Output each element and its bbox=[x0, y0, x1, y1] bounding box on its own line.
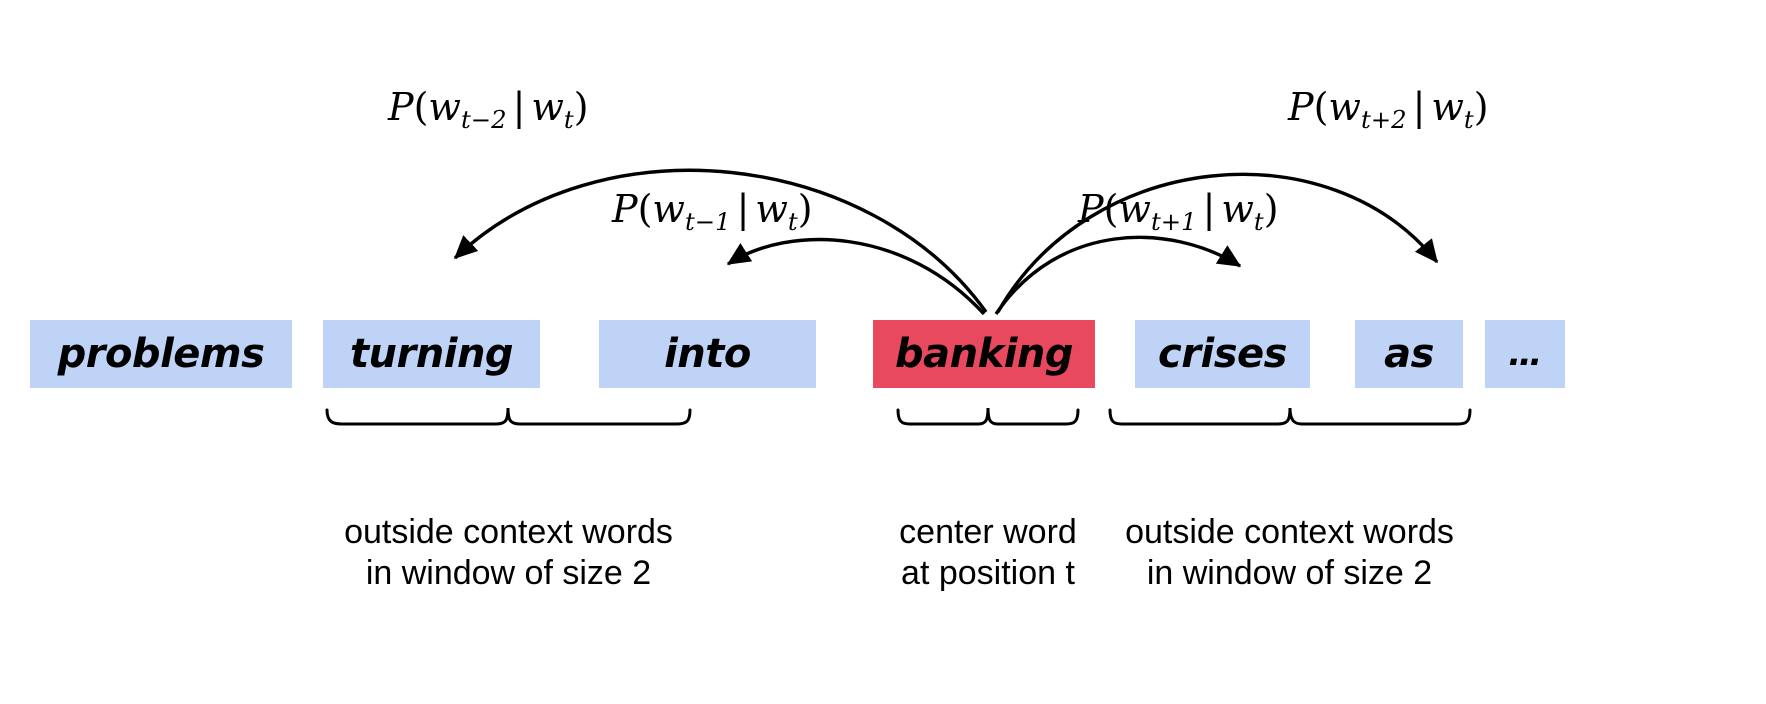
caption-center-word-line2: at position t bbox=[901, 554, 1075, 593]
prob-target-var: w bbox=[652, 187, 685, 231]
brace-center-word bbox=[896, 407, 1080, 426]
caption-left-context: outside context words in window of size … bbox=[327, 512, 690, 595]
prob-target-subscript: t+2 bbox=[1360, 104, 1407, 134]
prob-fn: P bbox=[612, 187, 638, 231]
prob-fn: P bbox=[1078, 187, 1104, 231]
caption-right-context-line1: outside context words bbox=[1125, 513, 1454, 551]
caption-right-context: outside context words in window of size … bbox=[1108, 512, 1471, 595]
prob-close-paren: ) bbox=[1263, 187, 1279, 231]
prob-target-subscript: t+1 bbox=[1150, 206, 1197, 236]
prob-cond-var: w bbox=[1221, 187, 1254, 231]
prob-cond-subscript: t bbox=[563, 104, 574, 134]
word-box-turning[interactable]: turning bbox=[323, 320, 540, 388]
prob-cond-subscript: t bbox=[1463, 104, 1474, 134]
prob-close-paren: ) bbox=[797, 187, 813, 231]
prob-given-bar: | bbox=[512, 85, 526, 129]
arrow-to-crises bbox=[994, 235, 1242, 315]
prob-given-bar: | bbox=[1412, 85, 1426, 129]
prob-open-paren: ( bbox=[413, 85, 429, 129]
caption-center-word: center word at position t bbox=[876, 512, 1100, 595]
prob-cond-subscript: t bbox=[1253, 206, 1264, 236]
prob-given-bar: | bbox=[1202, 187, 1216, 231]
prob-close-paren: ) bbox=[573, 85, 589, 129]
prob-cond-subscript: t bbox=[787, 206, 798, 236]
prob-open-paren: ( bbox=[637, 187, 653, 231]
probability-label-t-plus-2: P(wt+2|wt) bbox=[1288, 88, 1489, 132]
word-box-ellipsis[interactable]: … bbox=[1485, 320, 1565, 388]
prob-fn: P bbox=[1288, 85, 1314, 129]
prob-open-paren: ( bbox=[1103, 187, 1119, 231]
caption-left-context-line2: in window of size 2 bbox=[365, 554, 652, 593]
probability-label-t-minus-1: P(wt−1|wt) bbox=[612, 190, 813, 234]
word-box-into[interactable]: into bbox=[599, 320, 816, 388]
prob-given-bar: | bbox=[736, 187, 750, 231]
probability-label-t-minus-2: P(wt−2|wt) bbox=[388, 88, 589, 132]
word-box-crises[interactable]: crises bbox=[1135, 320, 1310, 388]
word-box-problems[interactable]: problems bbox=[30, 320, 292, 388]
arrow-to-into bbox=[726, 237, 986, 316]
prob-target-var: w bbox=[1118, 187, 1151, 231]
probability-label-t-plus-1: P(wt+1|wt) bbox=[1078, 190, 1279, 234]
prob-target-var: w bbox=[1328, 85, 1361, 129]
prob-cond-var: w bbox=[531, 85, 564, 129]
prob-fn: P bbox=[388, 85, 414, 129]
prob-target-var: w bbox=[428, 85, 461, 129]
word-box-as[interactable]: as bbox=[1355, 320, 1463, 388]
caption-left-context-line1: outside context words bbox=[344, 513, 673, 551]
prob-close-paren: ) bbox=[1473, 85, 1489, 129]
caption-center-word-line1: center word bbox=[899, 513, 1077, 551]
prob-target-subscript: t−2 bbox=[460, 104, 507, 134]
brace-left-context bbox=[325, 407, 692, 426]
prob-cond-var: w bbox=[1431, 85, 1464, 129]
prob-open-paren: ( bbox=[1313, 85, 1329, 129]
word-box-banking[interactable]: banking bbox=[873, 320, 1095, 388]
prob-target-subscript: t−1 bbox=[684, 206, 731, 236]
brace-right-context bbox=[1108, 407, 1472, 426]
caption-right-context-line2: in window of size 2 bbox=[1146, 554, 1433, 593]
prob-cond-var: w bbox=[755, 187, 788, 231]
